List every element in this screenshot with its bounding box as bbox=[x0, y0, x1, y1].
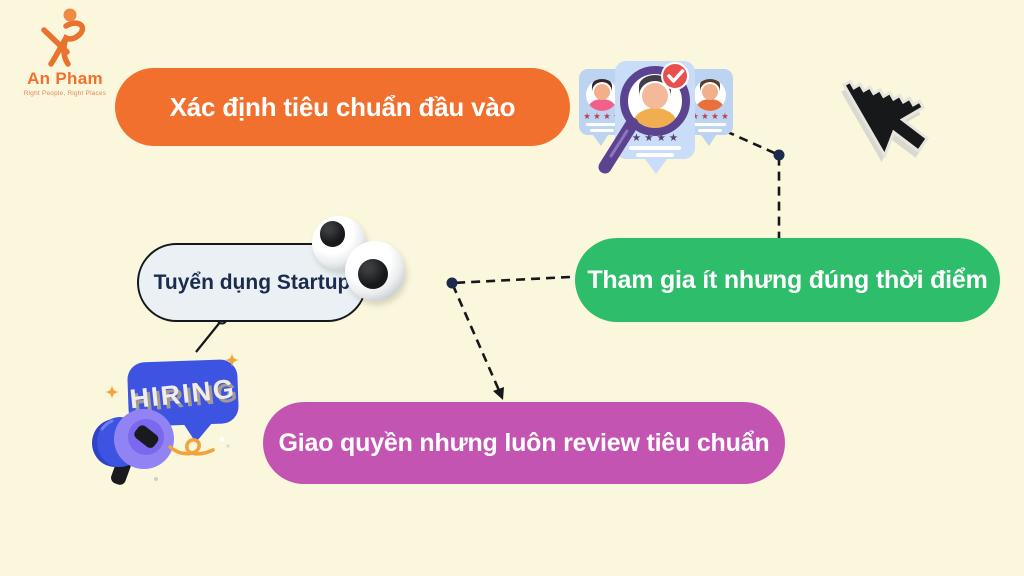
brand-tagline: Right People, Right Places bbox=[23, 90, 107, 97]
dashed-connector-bottom bbox=[450, 275, 571, 396]
check-badge-icon bbox=[661, 62, 689, 90]
connector-dot bbox=[446, 277, 458, 289]
node-label: Xác định tiêu chuẩn đầu vào bbox=[169, 91, 516, 122]
megaphone-icon bbox=[92, 409, 174, 485]
candidate-card-left: ★ ★ ★ ★ bbox=[579, 69, 625, 146]
rating-stars: ★ ★ ★ ★ bbox=[632, 132, 679, 144]
brand-logo: An Pham Right People, Right Places bbox=[10, 6, 120, 97]
pixel-cursor-icon bbox=[841, 79, 930, 163]
node-input-standard: Xác định tiêu chuẩn đầu vào bbox=[115, 68, 570, 146]
sparkle-icon bbox=[105, 353, 239, 399]
hiring-megaphone-illustration: HIRING HIRING bbox=[92, 353, 241, 485]
logo-mark-icon bbox=[41, 8, 86, 67]
dot-decoration bbox=[219, 436, 225, 442]
center-topic-label: Tuyển dụng Startup bbox=[153, 270, 351, 294]
candidate-search-illustration: ★ ★ ★ ★ ★ ★ ★ ★ bbox=[579, 61, 733, 174]
connector-dot bbox=[773, 149, 785, 161]
googly-eye-icon bbox=[345, 241, 405, 301]
node-label: Giao quyền nhưng luôn review tiêu chuẩn bbox=[278, 428, 770, 457]
squiggle-doodle bbox=[168, 438, 215, 456]
rating-stars: ★ ★ ★ ★ bbox=[583, 111, 621, 121]
arrowhead-icon bbox=[493, 387, 504, 400]
eye-pupil bbox=[358, 259, 389, 289]
node-right-timing: Tham gia ít nhưng đúng thời điểm bbox=[575, 238, 1000, 322]
rating-stars: ★ ★ ★ ★ bbox=[691, 111, 729, 121]
brand-name: An Pham bbox=[27, 69, 103, 88]
dot-decoration bbox=[226, 444, 230, 448]
candidate-card-right: ★ ★ ★ ★ bbox=[687, 69, 733, 146]
dot-decoration bbox=[154, 477, 158, 481]
eye-pupil bbox=[319, 221, 346, 248]
node-label: Tham gia ít nhưng đúng thời điểm bbox=[587, 265, 988, 294]
node-delegate-review: Giao quyền nhưng luôn review tiêu chuẩn bbox=[263, 402, 785, 484]
